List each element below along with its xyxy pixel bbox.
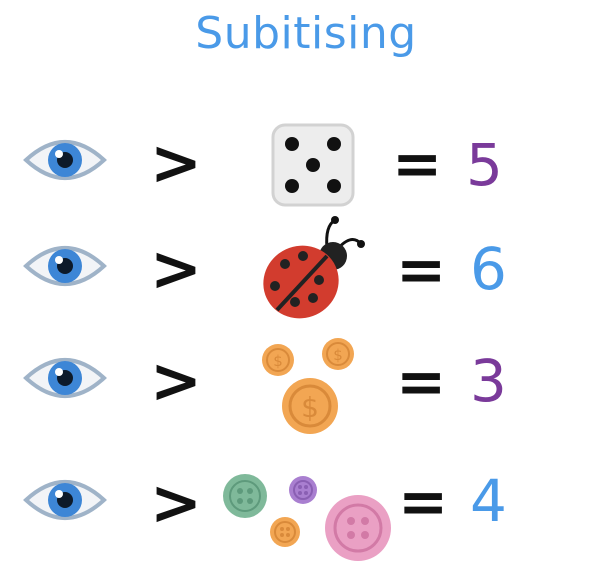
greater-than-symbol: > [150,126,202,199]
count-number: 6 [470,235,507,303]
count-number: 5 [466,131,503,199]
svg-text:$: $ [273,352,283,370]
eye-icon [23,480,107,520]
eye-icon [23,246,107,286]
equals-symbol: = [396,347,447,417]
greater-than-symbol: > [150,466,202,539]
equals-symbol: = [398,467,449,537]
svg-text:$: $ [301,391,319,424]
greater-than-symbol: > [150,232,202,305]
row-ladybug: > = 6 [0,210,612,330]
equals-symbol: = [396,235,447,305]
four-buttons-icon [223,474,391,561]
row-dice: > = 5 [0,108,612,228]
row-coins: > $ $ $ = 3 [0,320,612,440]
greater-than-symbol: > [150,344,202,417]
eye-icon [23,358,107,398]
count-number: 4 [470,467,507,535]
equals-symbol: = [392,129,443,199]
eye-icon [23,140,107,180]
count-number: 3 [470,347,507,415]
dice-five-icon [271,123,355,207]
svg-text:$: $ [333,346,343,364]
row-buttons: > = 4 [0,440,612,561]
page-title: Subitising [195,8,417,59]
ladybug-icon [263,216,365,319]
three-coins-icon: $ $ $ [262,338,354,434]
